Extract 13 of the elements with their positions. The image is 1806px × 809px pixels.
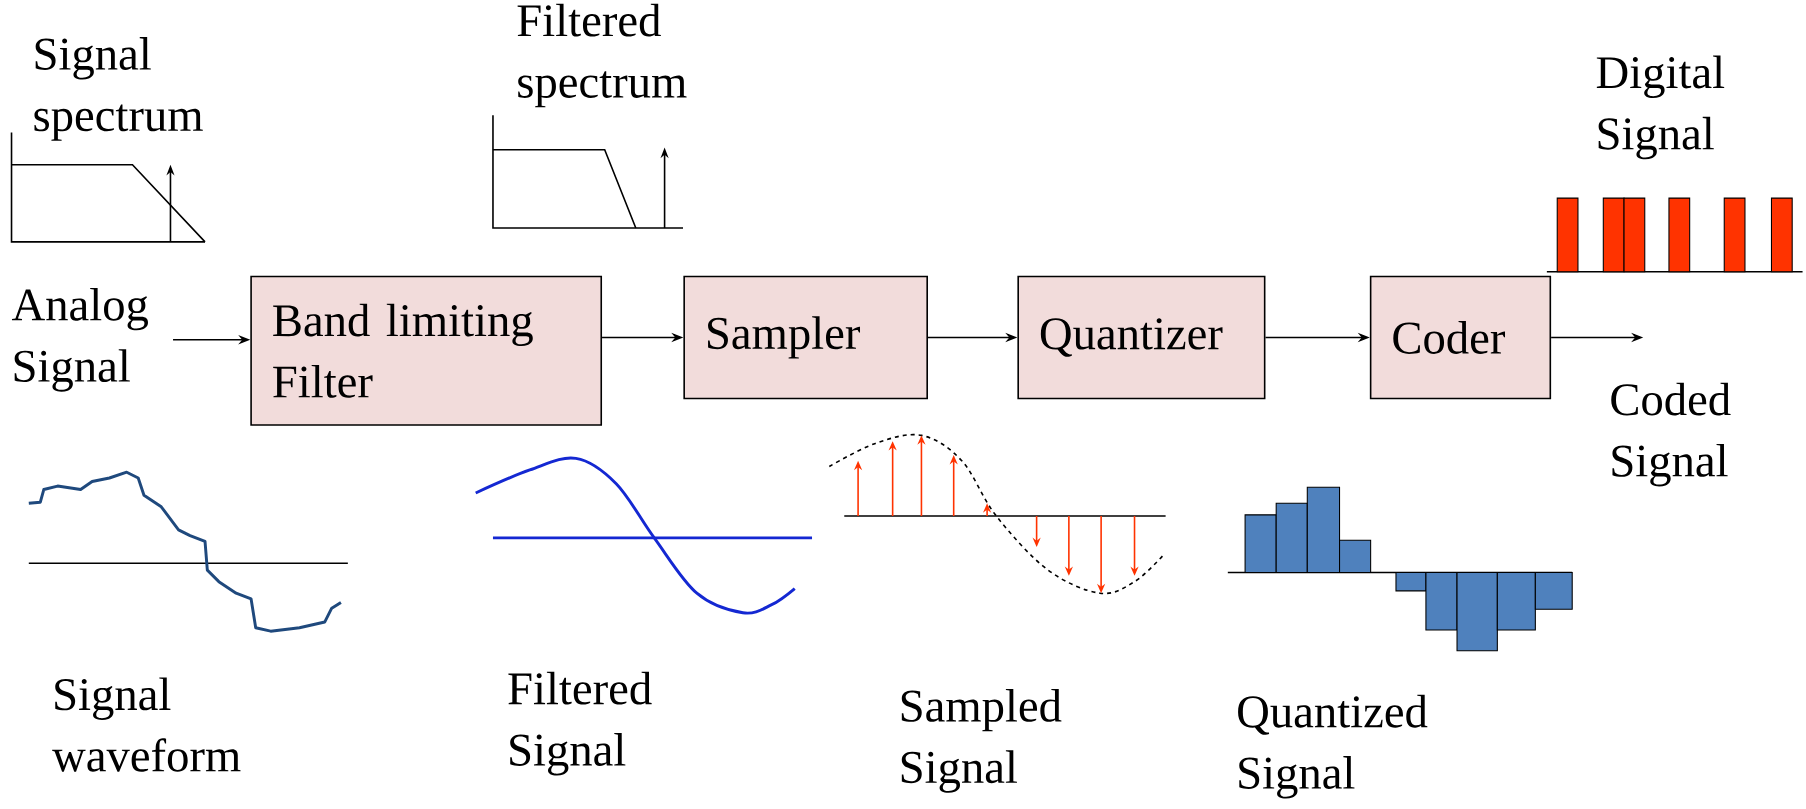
process-box: Sampler [683, 275, 928, 400]
process-box: Quantizer [1017, 275, 1266, 400]
caption-text: Signal spectrum [34, 37, 203, 141]
caption-text: Signal waveform [52, 677, 241, 772]
process-box: Band limiting Filter [250, 275, 603, 427]
caption-text: Filtered Signal [508, 671, 652, 776]
process-box: Coder [1369, 275, 1552, 400]
caption-text: Filtered spectrum [517, 3, 687, 108]
caption-text: Quantized Signal [1238, 695, 1428, 799]
caption-text: Digital Signal [1596, 55, 1725, 160]
caption-text: Coded Signal [1611, 382, 1731, 487]
signal-label: Analog Signal [12, 288, 148, 392]
caption-text: Sampled Signal [901, 689, 1062, 794]
